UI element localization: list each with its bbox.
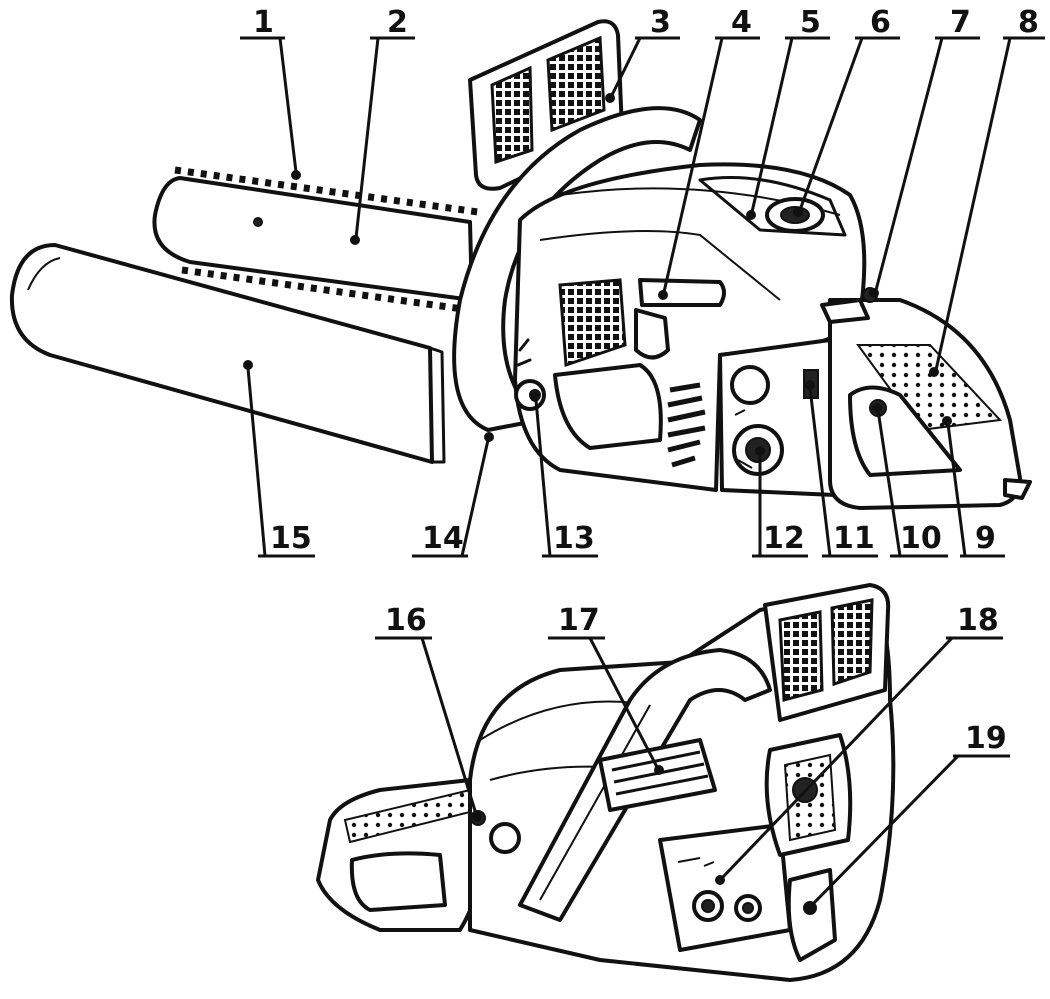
callout-number: 5 — [800, 5, 821, 40]
throttle-lock — [820, 298, 870, 324]
callout-11: 11 — [805, 380, 878, 558]
callout-number: 6 — [870, 5, 891, 40]
callout-number: 13 — [553, 521, 595, 556]
callout-8: 8 — [929, 5, 1045, 377]
rear-handle-bottom — [316, 778, 485, 932]
front-handle — [452, 106, 702, 432]
callout-number: 7 — [950, 5, 971, 40]
callout-5: 5 — [746, 5, 830, 220]
callout-10: 10 — [872, 403, 948, 558]
callout-12: 12 — [752, 446, 808, 558]
sprocket-cover — [658, 823, 792, 952]
callout-number: 4 — [731, 5, 752, 40]
callout-3: 3 — [605, 5, 680, 103]
rear-handle — [828, 298, 1032, 510]
air-filter-grille — [558, 278, 627, 368]
callout-number: 9 — [975, 521, 996, 556]
callout-19: 19 — [805, 721, 1010, 913]
callout-number: 1 — [253, 5, 274, 40]
side-panel — [718, 338, 837, 497]
clutch-drum — [764, 733, 853, 857]
hand-guard-rear — [763, 583, 891, 722]
callout-4: 4 — [658, 5, 760, 300]
bar-cover — [9, 243, 446, 464]
callout-number: 2 — [387, 5, 408, 40]
callout-1: 1 — [240, 5, 301, 180]
callout-13: 13 — [530, 392, 598, 558]
callout-number: 17 — [558, 603, 600, 638]
callout-number: 14 — [422, 521, 464, 556]
callout-number: 8 — [1018, 5, 1039, 40]
callout-9: 9 — [942, 416, 1005, 558]
callout-number: 12 — [763, 521, 805, 556]
callout-number: 10 — [900, 521, 942, 556]
callout-number: 3 — [650, 5, 671, 40]
callout-16: 16 — [375, 603, 482, 822]
cooling-vents — [667, 382, 706, 468]
callout-18: 18 — [715, 603, 1003, 885]
callout-6: 6 — [793, 5, 900, 217]
callout-number: 19 — [965, 721, 1007, 756]
oil-cap — [730, 365, 770, 405]
callout-number: 18 — [957, 603, 999, 638]
callout-7: 7 — [869, 5, 980, 298]
callout-17: 17 — [548, 603, 664, 775]
callout-number: 15 — [270, 521, 312, 556]
callout-15: 15 — [243, 360, 315, 558]
callout-number: 11 — [833, 521, 875, 556]
guide-bar — [152, 166, 479, 314]
filter-cover — [553, 363, 663, 450]
callout-2: 2 — [350, 5, 415, 245]
callout-number: 16 — [385, 603, 427, 638]
front-handle-bottom — [518, 648, 772, 922]
callout-14: 14 — [412, 432, 494, 558]
chainsaw-bottom-view — [316, 583, 896, 982]
chainsaw-top-view — [9, 19, 1032, 510]
